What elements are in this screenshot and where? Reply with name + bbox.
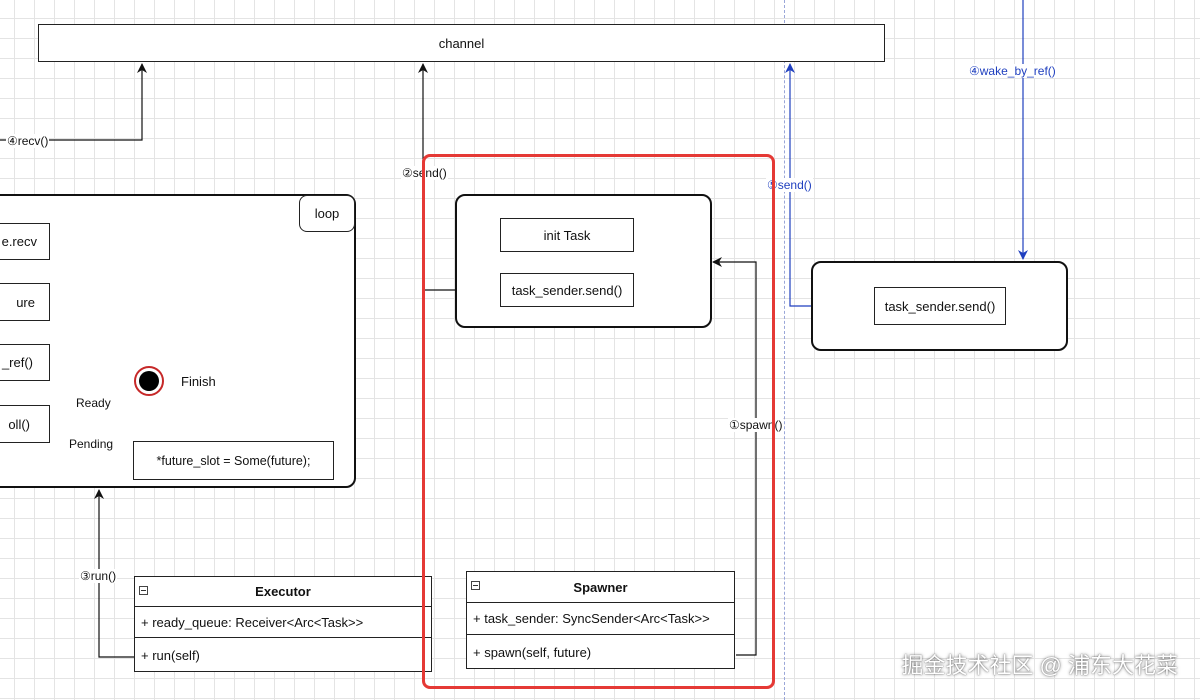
edge-label-send-blue: ⑤send()	[766, 178, 813, 192]
step-box-waker[interactable]: _ref()	[0, 344, 50, 381]
edge-run	[94, 489, 135, 658]
right-task-sender-send-box[interactable]: task_sender.send()	[874, 287, 1006, 325]
executor-header: Executor	[135, 577, 431, 607]
watermark: 掘金技术社区 @ 浦东大花菜	[901, 653, 1178, 678]
spawner-name: Spawner	[573, 579, 628, 595]
spawner-method-text: + spawn(self, future)	[473, 644, 592, 660]
edge-label-recv: ④recv()	[6, 134, 50, 148]
step-label-poll: oll()	[8, 416, 30, 432]
page-divider-line	[784, 0, 785, 700]
step-label-future: ure	[16, 294, 35, 310]
finish-node-icon[interactable]	[134, 366, 164, 396]
loop-tag[interactable]: loop	[299, 195, 355, 232]
task-sender-send-box[interactable]: task_sender.send()	[500, 273, 634, 307]
executor-class-box[interactable]: Executor + ready_queue: Receiver<Arc<Tas…	[134, 576, 432, 672]
step-box-poll[interactable]: oll()	[0, 405, 50, 443]
edge-spawn	[712, 257, 757, 656]
loop-label: loop	[314, 206, 340, 221]
highlight-frame	[422, 154, 775, 689]
collapse-icon[interactable]	[471, 581, 480, 590]
spawner-class-box[interactable]: Spawner + task_sender: SyncSender<Arc<Ta…	[466, 571, 735, 669]
step-box-future[interactable]: ure	[0, 283, 50, 321]
executor-field-text: + ready_queue: Receiver<Arc<Task>>	[141, 614, 364, 630]
spawner-method: + spawn(self, future)	[467, 635, 734, 669]
executor-method: + run(self)	[135, 638, 431, 672]
init-task-label: init Task	[543, 227, 591, 243]
future-slot-text: *future_slot = Some(future);	[156, 453, 311, 468]
spawner-header: Spawner	[467, 572, 734, 603]
spawner-field: + task_sender: SyncSender<Arc<Task>>	[467, 603, 734, 635]
right-task-sender-send-label: task_sender.send()	[884, 298, 996, 314]
pending-label: Pending	[68, 437, 115, 451]
edge-label-run: ③run()	[79, 569, 118, 583]
executor-method-text: + run(self)	[141, 647, 200, 663]
loop-container[interactable]	[0, 194, 356, 488]
ready-label: Ready	[75, 396, 112, 410]
executor-name: Executor	[255, 584, 311, 599]
finish-label: Finish	[181, 374, 216, 389]
executor-field: + ready_queue: Receiver<Arc<Task>>	[135, 607, 431, 638]
step-box-recv[interactable]: e.recv	[0, 223, 50, 260]
edge-label-spawn: ①spawn()	[728, 418, 784, 432]
step-label-waker: _ref()	[1, 355, 33, 370]
task-sender-send-label: task_sender.send()	[511, 282, 623, 298]
edge-label-wake-by-ref: ④wake_by_ref()	[968, 64, 1057, 78]
spawner-field-text: + task_sender: SyncSender<Arc<Task>>	[473, 611, 710, 626]
future-slot-box[interactable]: *future_slot = Some(future);	[133, 441, 334, 480]
collapse-icon[interactable]	[139, 586, 148, 595]
step-label-recv: e.recv	[1, 234, 37, 249]
init-task-box[interactable]: init Task	[500, 218, 634, 252]
edge-recv	[0, 63, 147, 141]
channel-box[interactable]: channel	[38, 24, 885, 62]
channel-label: channel	[438, 35, 485, 51]
